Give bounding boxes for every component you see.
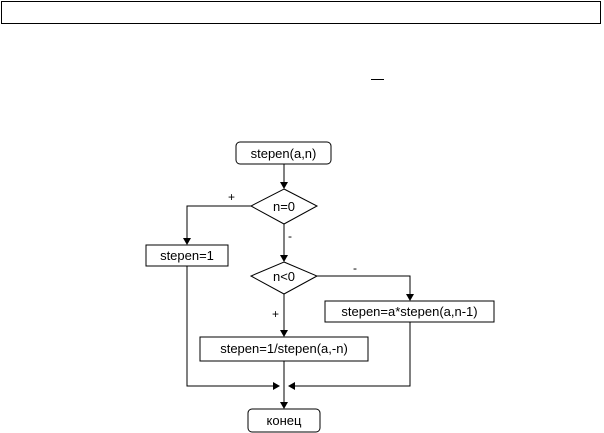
recursive-pos-box [324, 300, 495, 323]
end-terminator [247, 408, 321, 433]
assign-one-label: stepen=1 [160, 248, 214, 263]
edge-label-d2-yes: + [272, 307, 279, 321]
end-label: конец [267, 413, 302, 428]
assign-one-box [145, 244, 229, 267]
recursive-neg-label: stepen=1/stepen(a,-n) [220, 341, 348, 356]
edge-label-d1-no: - [288, 229, 292, 243]
start-label: stepen(a,n) [251, 146, 317, 161]
start-terminator [235, 141, 332, 165]
arrowhead [280, 182, 288, 189]
top-frame-bar [1, 1, 601, 24]
arrowhead [273, 382, 280, 390]
decision-n-eq-0 [249, 188, 319, 225]
arrowhead [183, 238, 191, 245]
arrowhead [280, 330, 288, 337]
decision-n-lt-0 [249, 261, 319, 295]
recursive-neg-box [199, 336, 369, 362]
arrowhead [288, 382, 295, 390]
edge-label-d1-yes: + [228, 190, 235, 204]
arrowhead [280, 255, 288, 262]
overline-mark [371, 79, 384, 80]
edge-d2-no [317, 275, 411, 297]
recursive-pos-label: stepen=a*stepen(a,n-1) [341, 304, 477, 319]
decision1-label: n=0 [273, 199, 295, 214]
edge-label-d2-no: - [353, 261, 357, 275]
edge-assign-to-merge [186, 266, 276, 387]
decision2-label: n<0 [273, 269, 295, 284]
arrowhead [280, 402, 288, 409]
edge-d1-yes [186, 205, 251, 241]
edge-pos-to-merge [292, 322, 411, 387]
arrowhead [406, 294, 414, 301]
